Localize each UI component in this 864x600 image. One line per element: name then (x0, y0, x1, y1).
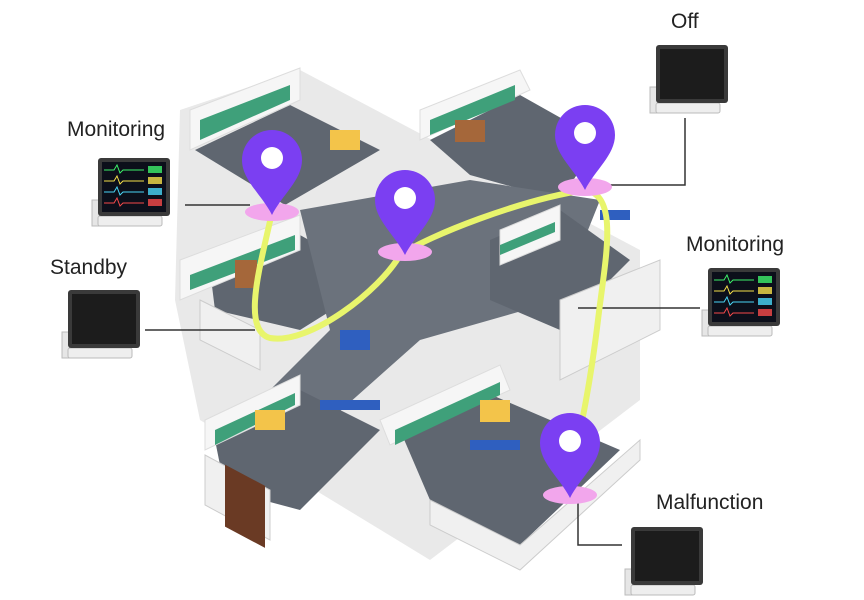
status-label-off: Off (671, 10, 699, 33)
patient-monitor-monitoring-right[interactable] (701, 268, 780, 337)
location-pin-icon[interactable] (375, 170, 435, 261)
status-label-standby: Standby (50, 256, 128, 279)
connector-malfunction (577, 500, 622, 546)
location-pin-icon[interactable] (242, 130, 302, 221)
patient-monitor-off[interactable] (649, 45, 728, 114)
patient-monitor-monitoring-left[interactable] (91, 158, 170, 227)
location-pin-icon[interactable] (555, 105, 615, 196)
location-pin-icon[interactable] (540, 413, 600, 504)
status-label-monitoring-right: Monitoring (686, 233, 785, 256)
door-icon (225, 464, 265, 548)
patient-monitor-standby[interactable] (61, 290, 140, 359)
route-path (251, 186, 611, 483)
patient-monitor-malfunction[interactable] (624, 527, 703, 596)
status-label-malfunction: Malfunction (656, 491, 764, 514)
connector-off (610, 118, 686, 186)
status-label-monitoring-left: Monitoring (67, 118, 166, 141)
building (175, 67, 661, 571)
